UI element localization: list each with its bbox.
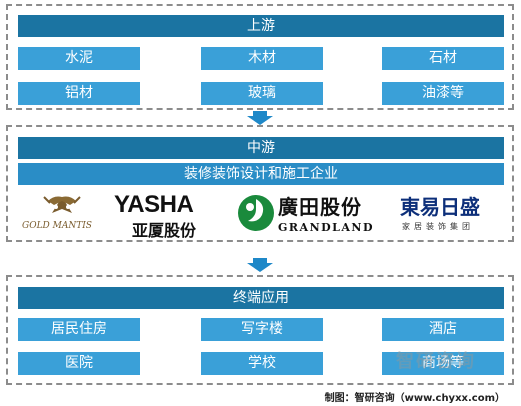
- upstream-item-aluminum: 铝材: [18, 82, 140, 105]
- yasha-logo: YASHA 亚厦股份: [114, 187, 226, 240]
- downstream-item-housing: 居民住房: [18, 318, 140, 341]
- arrow-down-icon: [247, 258, 273, 272]
- upstream-item-cement: 水泥: [18, 47, 140, 70]
- arrow-down-icon: [247, 111, 273, 125]
- yasha-cn: 亚厦股份: [132, 221, 197, 240]
- downstream-item-hospital: 医院: [18, 352, 140, 375]
- yasha-en: YASHA: [114, 191, 194, 218]
- downstream-item-mall: 商场等: [382, 352, 504, 375]
- upstream-title: 上游: [18, 15, 504, 37]
- downstream-title: 终端应用: [18, 287, 504, 309]
- footer-source: 制图：智研咨询（www.chyxx.com）: [324, 393, 505, 404]
- goldmantis-logo: GOLD MANTIS: [18, 187, 106, 239]
- goldmantis-text: GOLD MANTIS: [22, 221, 92, 231]
- grandland-en: GRANDLAND: [278, 221, 375, 234]
- watermark: 智研咨询: [396, 351, 476, 372]
- company-logos: GOLD MANTIS YASHA 亚厦股份 廣田股份 GRANDLAND 東易…: [18, 187, 504, 240]
- dongyi-sub: 家居装饰集团: [402, 222, 474, 231]
- upstream-item-stone: 石材: [382, 47, 504, 70]
- downstream-item-hotel: 酒店: [382, 318, 504, 341]
- upstream-item-paint: 油漆等: [382, 82, 504, 105]
- grandland-emblem-icon: [238, 195, 274, 231]
- midstream-section: 中游 装修装饰设计和施工企业 GOLD MANTIS YASHA 亚厦股份: [6, 125, 514, 242]
- downstream-item-office: 写字楼: [201, 318, 323, 341]
- grandland-cn: 廣田股份: [278, 195, 362, 219]
- downstream-section: 终端应用 居民住房 写字楼 酒店 医院 学校 商场等: [6, 275, 514, 385]
- midstream-title: 中游: [18, 137, 504, 159]
- upstream-item-glass: 玻璃: [201, 82, 323, 105]
- grandland-logo: 廣田股份 GRANDLAND: [236, 187, 396, 239]
- mantis-icon: [43, 196, 81, 213]
- dongyi-cn: 東易日盛: [400, 195, 480, 219]
- midstream-subtitle: 装修装饰设计和施工企业: [18, 163, 504, 185]
- dongyi-logo: 東易日盛 家居装饰集团: [400, 187, 504, 239]
- upstream-item-wood: 木材: [201, 47, 323, 70]
- upstream-section: 上游 水泥 木材 石材 铝材 玻璃 油漆等: [6, 4, 514, 110]
- downstream-item-school: 学校: [201, 352, 323, 375]
